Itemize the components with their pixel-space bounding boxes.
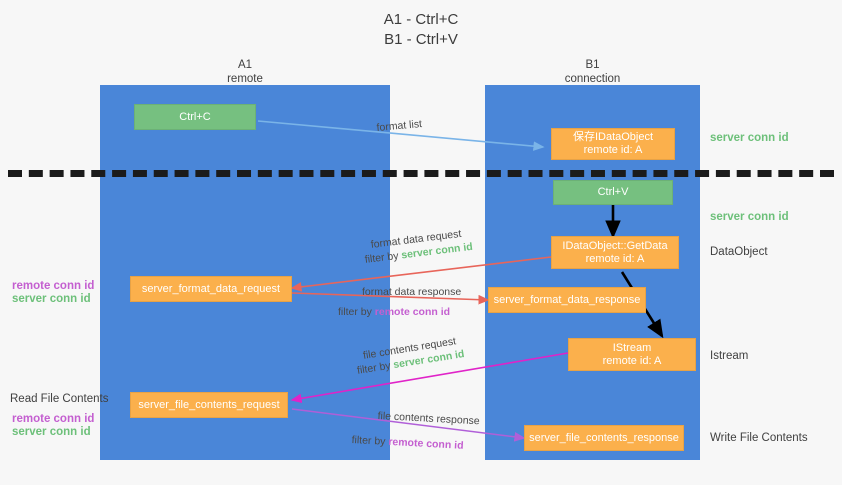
label-istream: Istream: [710, 350, 749, 362]
label-write-file-contents: Write File Contents: [710, 432, 808, 444]
filter-prefix: filter by: [351, 433, 389, 448]
box-ctrl-v[interactable]: Ctrl+V: [553, 180, 673, 205]
label-format-list: format list: [376, 118, 423, 134]
lane-a1-name: A1: [237, 59, 253, 71]
box-server-format-data-request[interactable]: server_format_data_request: [130, 276, 292, 302]
box-server-file-contents-request[interactable]: server_file_contents_request: [130, 392, 288, 418]
label-dataobject: DataObject: [710, 246, 768, 258]
label-format-data-response: format data response: [362, 285, 461, 300]
label-remote-conn-id-upper: remote conn id: [12, 280, 95, 292]
label-server-conn-id-top: server conn id: [710, 132, 789, 144]
box-server-file-contents-request-label: server_file_contents_request: [138, 398, 280, 411]
box-server-file-contents-response-label: server_file_contents_response: [529, 431, 679, 444]
label-server-conn-id-upper: server conn id: [12, 293, 91, 305]
lane-header-a1: A1 remote: [100, 58, 390, 86]
filter-prefix: filter by: [364, 249, 403, 266]
title-line-1: A1 - Ctrl+C: [383, 11, 459, 28]
filter-value: remote conn id: [374, 306, 451, 318]
box-ctrl-v-label: Ctrl+V: [597, 186, 629, 198]
phase-divider: [8, 170, 834, 177]
box-ctrl-c[interactable]: Ctrl+C: [134, 104, 256, 130]
box-save-idataobject[interactable]: 保存IDataObject remote id: A: [551, 128, 675, 160]
label-read-file-contents: Read File Contents: [10, 393, 109, 405]
lane-b1-sub: connection: [564, 73, 621, 85]
box-save-idataobject-line1: 保存IDataObject: [572, 131, 654, 143]
lane-b1-name: B1: [585, 59, 600, 71]
box-server-format-data-request-label: server_format_data_request: [141, 282, 281, 295]
box-server-format-data-response-label: server_format_data_response: [493, 293, 641, 306]
box-idataobject-getdata-line2: remote id: A: [585, 252, 645, 265]
label-format-data-response-filter: filter by remote conn id: [338, 305, 450, 320]
filter-prefix: filter by: [338, 306, 375, 318]
box-server-format-data-response[interactable]: server_format_data_response: [488, 287, 646, 313]
box-save-idataobject-line2: remote id: A: [583, 144, 643, 156]
filter-value: remote conn id: [388, 435, 464, 452]
label-remote-conn-id-lower: remote conn id: [12, 413, 95, 425]
lane-header-b1: B1 connection: [485, 58, 700, 86]
box-istream-line2: remote id: A: [602, 354, 662, 367]
label-format-data-response-text: format data response: [362, 286, 462, 298]
lane-a1-sub: remote: [227, 73, 263, 85]
box-idataobject-getdata-line1: IDataObject::GetData: [562, 239, 668, 252]
label-server-conn-id-lower: server conn id: [12, 426, 91, 438]
box-idataobject-getdata[interactable]: IDataObject::GetData remote id: A: [551, 236, 679, 269]
label-server-conn-id-second: server conn id: [710, 211, 789, 223]
box-istream[interactable]: IStream remote id: A: [568, 338, 696, 371]
title-line-2: B1 - Ctrl+V: [384, 31, 458, 48]
box-istream-line1: IStream: [612, 341, 652, 354]
box-server-file-contents-response[interactable]: server_file_contents_response: [524, 425, 684, 451]
page-title: A1 - Ctrl+C B1 - Ctrl+V: [0, 10, 842, 50]
label-file-contents-response-text: file contents response: [377, 409, 480, 428]
label-file-contents-response: file contents response: [377, 409, 480, 429]
box-ctrl-c-label: Ctrl+C: [179, 110, 211, 123]
